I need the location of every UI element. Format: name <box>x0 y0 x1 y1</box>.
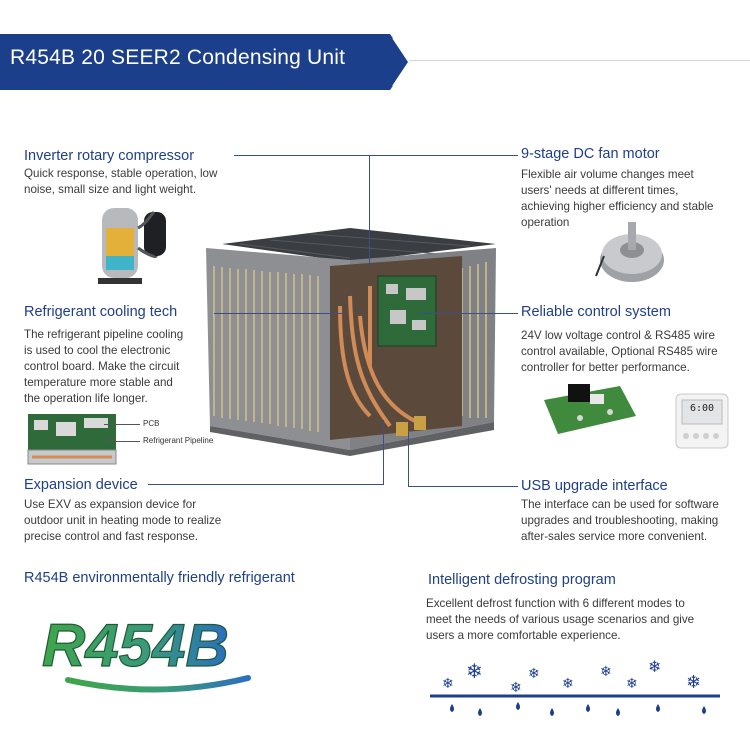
snowflake-icon: ❄ <box>510 680 522 696</box>
water-drop-icon <box>586 704 590 712</box>
compressor-description: Quick response, stable operation, low no… <box>24 167 218 196</box>
water-drop-icon <box>478 708 482 716</box>
expansion-title: Expansion device <box>24 477 138 493</box>
pcb-label: PCB <box>143 419 160 428</box>
snowflake-icon: ❄ <box>562 676 574 692</box>
page-title: R454B 20 SEER2 Condensing Unit <box>10 46 346 69</box>
wire-controller-image <box>675 393 729 449</box>
defrost-illustration: ❄ ❄ ❄ ❄ ❄ ❄ ❄ ❄ ❄ <box>430 657 720 716</box>
fan-description: Flexible air volume changes meet users' … <box>521 168 714 229</box>
water-drop-icon <box>450 704 454 712</box>
snowflake-icon: ❄ <box>600 664 612 680</box>
header-banner <box>0 34 412 90</box>
pipeline-label: Refrigerant Pipeline <box>143 436 214 445</box>
snowflake-icon: ❄ <box>466 659 483 683</box>
fan-motor-image <box>595 222 664 282</box>
leader-control <box>420 313 518 314</box>
water-drop-icon <box>616 708 620 716</box>
leader-fan-h <box>370 155 518 156</box>
cooling-title: Refrigerant cooling tech <box>24 304 178 320</box>
r454b-logo: R454B <box>41 611 251 693</box>
defrost-description: Excellent defrost function with 6 differ… <box>426 597 695 642</box>
controller-display: 6:00 <box>690 403 715 414</box>
control-description: 24V low voltage control & RS485 wire con… <box>521 329 718 374</box>
water-drop-icon <box>656 704 660 712</box>
usb-title: USB upgrade interface <box>521 478 668 494</box>
snowflake-icon: ❄ <box>528 666 540 682</box>
expansion-description: Use EXV as expansion device for outdoor … <box>24 498 222 543</box>
snowflake-icon: ❄ <box>442 676 454 692</box>
leader-compressor-v <box>369 155 370 265</box>
water-drop-icon <box>702 706 706 714</box>
r454b-logo-text: R454B <box>42 612 229 679</box>
refrigerant-title: R454B environmentally friendly refrigera… <box>24 570 295 586</box>
water-drop-icon <box>550 708 554 716</box>
leader-usb-v <box>408 432 409 486</box>
snowflake-icon: ❄ <box>686 672 701 693</box>
control-title: Reliable control system <box>521 304 671 320</box>
usb-description: The interface can be used for software u… <box>521 498 719 543</box>
leader-usb-h <box>408 486 518 487</box>
pcb-pipeline-image <box>27 414 117 465</box>
header-divider <box>410 60 750 61</box>
compressor-title: Inverter rotary compressor <box>24 148 195 164</box>
snowflake-icon: ❄ <box>648 657 661 676</box>
cooling-description: The refrigerant pipeline cooling is used… <box>24 328 184 405</box>
leader-expansion-h <box>148 484 384 485</box>
fan-title: 9-stage DC fan motor <box>521 146 660 162</box>
leader-compressor-h <box>234 155 370 156</box>
pcb-label-line <box>104 424 140 425</box>
pipeline-label-line <box>104 441 140 442</box>
snowflake-icon: ❄ <box>626 676 638 692</box>
condensing-unit-image <box>206 228 496 456</box>
defrost-title: Intelligent defrosting program <box>428 572 616 588</box>
water-drop-icon <box>516 702 520 710</box>
control-board-image <box>544 384 636 434</box>
compressor-image <box>98 208 166 284</box>
leader-expansion-v <box>383 420 384 484</box>
leader-cooling <box>214 313 344 314</box>
